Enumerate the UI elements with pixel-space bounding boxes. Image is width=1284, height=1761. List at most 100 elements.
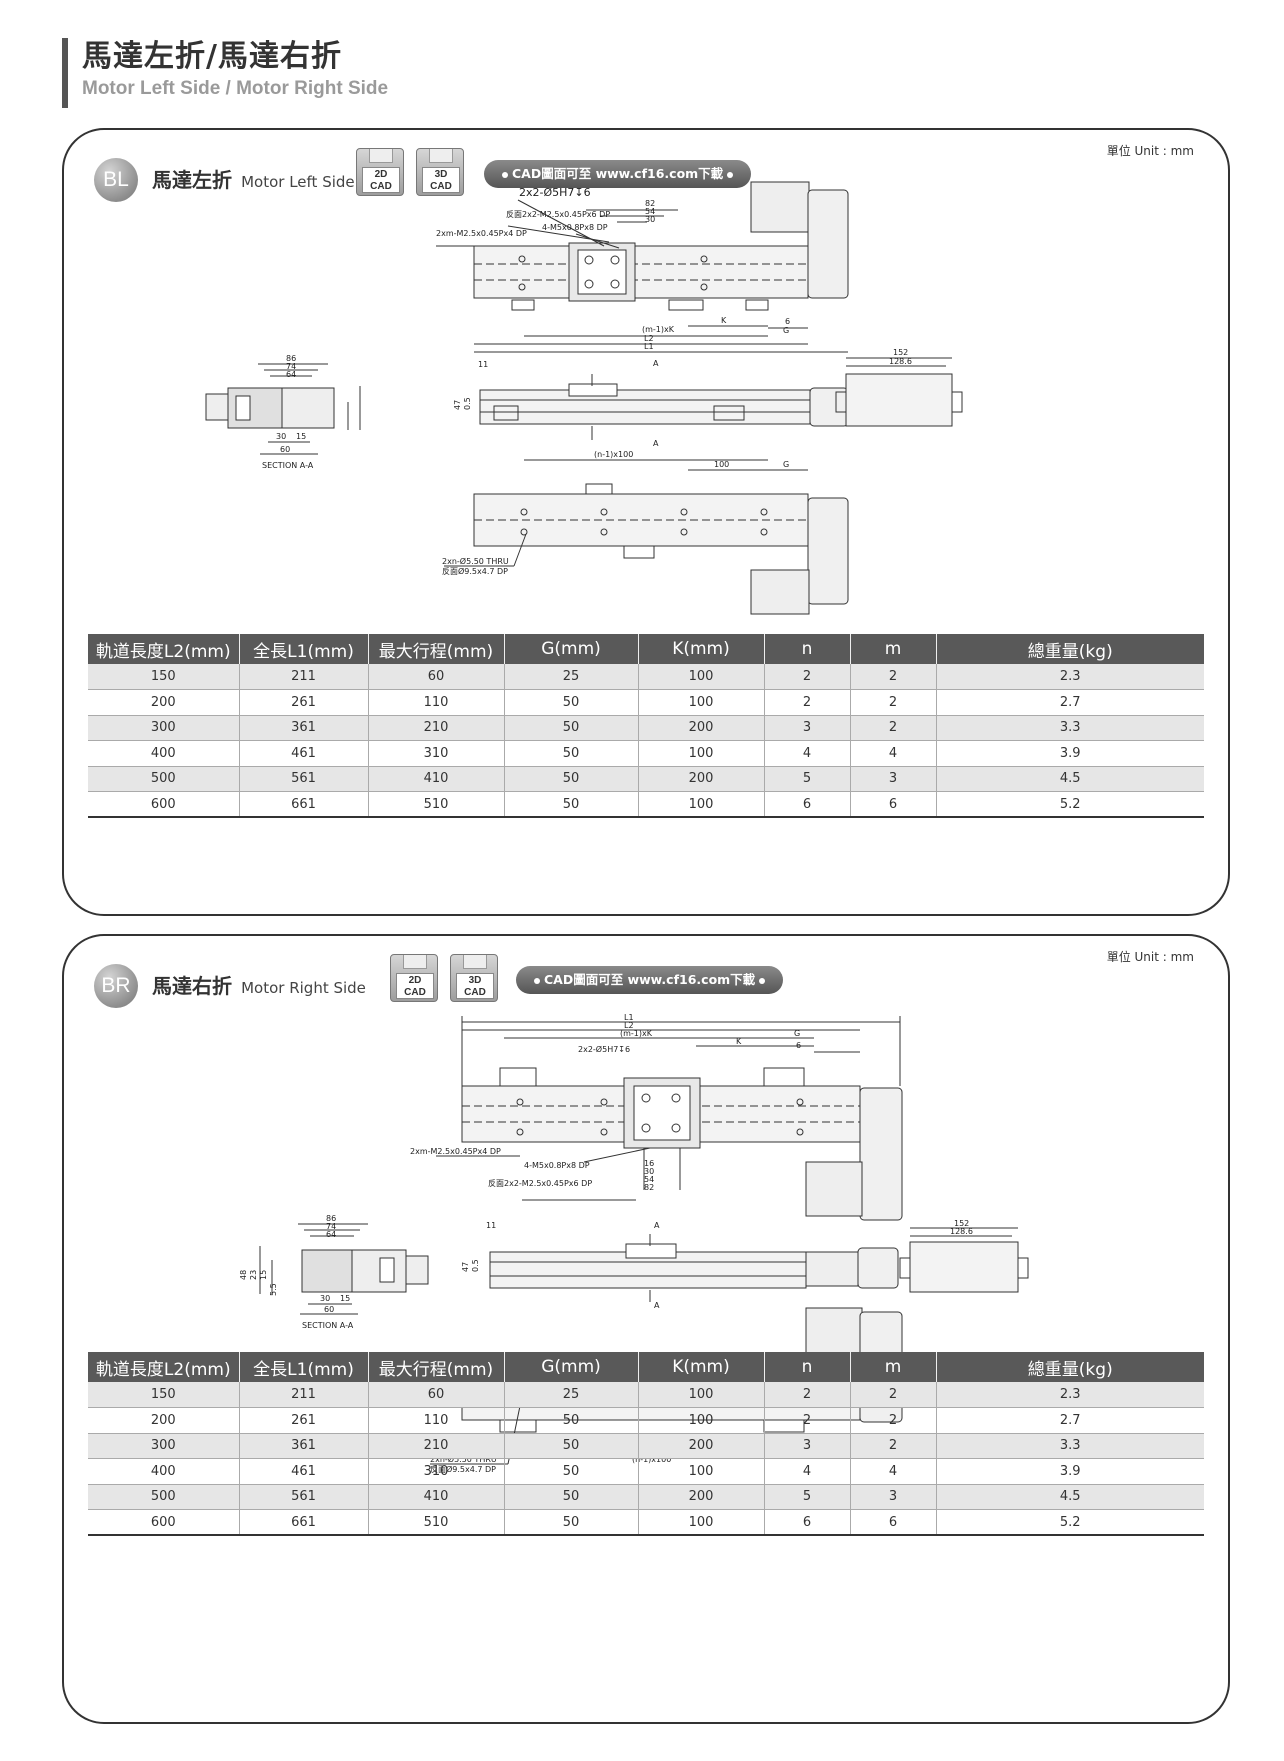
bullet-icon [759, 977, 766, 984]
table-header: G(mm) [504, 634, 639, 664]
table-cell: 400 [88, 740, 240, 767]
table-cell: 510 [368, 791, 505, 818]
dim-30: 30 [644, 1167, 654, 1176]
table-cell: 100 [638, 1407, 765, 1434]
floppy-icon [403, 955, 427, 969]
dim-86: 86 [326, 1214, 336, 1223]
dim-128: 128.6 [950, 1227, 973, 1236]
section-title-zh: 馬達右折 [152, 974, 232, 998]
table-cell: 400 [88, 1458, 240, 1485]
dim-152: 152 [954, 1219, 969, 1228]
spec-table: 軌道長度L2(mm) 全長L1(mm) 最大行程(mm) G(mm) K(mm)… [88, 634, 1204, 818]
table-cell: 361 [239, 1433, 369, 1459]
table-cell: 2.7 [936, 1407, 1204, 1434]
table-cell: 3.3 [936, 1433, 1204, 1459]
table-header: 總重量(kg) [936, 1352, 1204, 1382]
table-cell: 100 [638, 740, 765, 767]
table-cell: 4 [850, 740, 937, 767]
dim-54: 54 [644, 1175, 654, 1184]
rail-side-view [479, 389, 811, 425]
dim-mk: (m-1)xK [642, 325, 675, 334]
table-cell: 150 [88, 664, 240, 690]
dim-64: 64 [286, 370, 296, 379]
dim-l1: L1 [624, 1013, 634, 1022]
table-cell: 3 [850, 1484, 937, 1510]
dim-30b: 30 [276, 432, 286, 441]
table-cell: 150 [88, 1382, 240, 1408]
bullet-icon [502, 171, 508, 178]
motor-body [805, 1161, 863, 1217]
table-cell: 211 [239, 664, 369, 690]
dim-54: 54 [645, 207, 655, 216]
table-cell: 100 [638, 1382, 765, 1408]
table-cell: 310 [368, 740, 505, 767]
label-m5: 4-M5x0.8Px8 DP [524, 1161, 590, 1170]
table-cell: 50 [504, 740, 639, 767]
table-cell: 561 [239, 1484, 369, 1510]
table-cell: 200 [638, 1433, 765, 1459]
floppy-icon [429, 149, 453, 163]
table-cell: 100 [638, 791, 765, 818]
table-cell: 2 [850, 1407, 937, 1434]
table-cell: 310 [368, 1458, 505, 1485]
table-cell: 50 [504, 1484, 639, 1510]
spec-table: 軌道長度L2(mm) 全長L1(mm) 最大行程(mm) G(mm) K(mm)… [88, 1352, 1204, 1536]
dim-g: G [783, 326, 789, 335]
dim-47: 47 [453, 400, 462, 410]
dim-n100: (n-1)x100 [594, 450, 633, 459]
table-cell: 461 [239, 740, 369, 767]
page-subtitle: Motor Left Side / Motor Right Side [82, 78, 389, 99]
dim-l1: L1 [644, 342, 654, 351]
table-cell: 300 [88, 715, 240, 741]
table-cell: 300 [88, 1433, 240, 1459]
table-cell: 3 [764, 1433, 851, 1459]
table-cell: 25 [504, 1382, 639, 1408]
table-cell: 4 [764, 740, 851, 767]
table-cell: 661 [239, 1509, 369, 1536]
rail-top-view [473, 245, 809, 299]
table-cell: 600 [88, 1509, 240, 1536]
table-cell: 5.2 [936, 791, 1204, 818]
table-cell: 361 [239, 715, 369, 741]
table-header: K(mm) [638, 1352, 765, 1382]
table-cell: 200 [638, 715, 765, 741]
dim-82: 82 [645, 199, 655, 208]
table-header-row: 軌道長度L2(mm) 全長L1(mm) 最大行程(mm) G(mm) K(mm)… [88, 1352, 1204, 1382]
table-cell: 6 [850, 1509, 937, 1536]
table-cell: 200 [638, 1484, 765, 1510]
table-cell: 561 [239, 766, 369, 792]
dim-82: 82 [644, 1183, 654, 1192]
dim-64: 64 [326, 1230, 336, 1239]
cad-download-link[interactable]: CAD圖面可至 www.cf16.com下載 [484, 160, 752, 188]
table-cell: 5 [764, 766, 851, 792]
dim-6: 6 [785, 317, 790, 326]
table-cell: 100 [638, 689, 765, 716]
table-cell: 600 [88, 791, 240, 818]
dim-6: 6 [796, 1041, 801, 1050]
table-cell: 4.5 [936, 1484, 1204, 1510]
table-cell: 2.3 [936, 1382, 1204, 1408]
table-cell: 210 [368, 715, 505, 741]
cad-download-link[interactable]: CAD圖面可至 www.cf16.com下載 [516, 966, 784, 994]
table-cell: 210 [368, 1433, 505, 1459]
table-cell: 100 [638, 1458, 765, 1485]
table-cell: 3 [850, 766, 937, 792]
section-title: 馬達右折 Motor Right Side [152, 970, 366, 999]
table-cell: 200 [88, 689, 240, 716]
table-header: 最大行程(mm) [368, 634, 505, 664]
label-rear-tap: 反面2x2-M2.5x0.45Px6 DP [506, 209, 610, 219]
section-motor-right: 單位 Unit : mm BR 馬達右折 Motor Right Side 2D… [62, 934, 1230, 1724]
table-header: 軌道長度L2(mm) [88, 634, 240, 664]
table-header: 最大行程(mm) [368, 1352, 505, 1382]
